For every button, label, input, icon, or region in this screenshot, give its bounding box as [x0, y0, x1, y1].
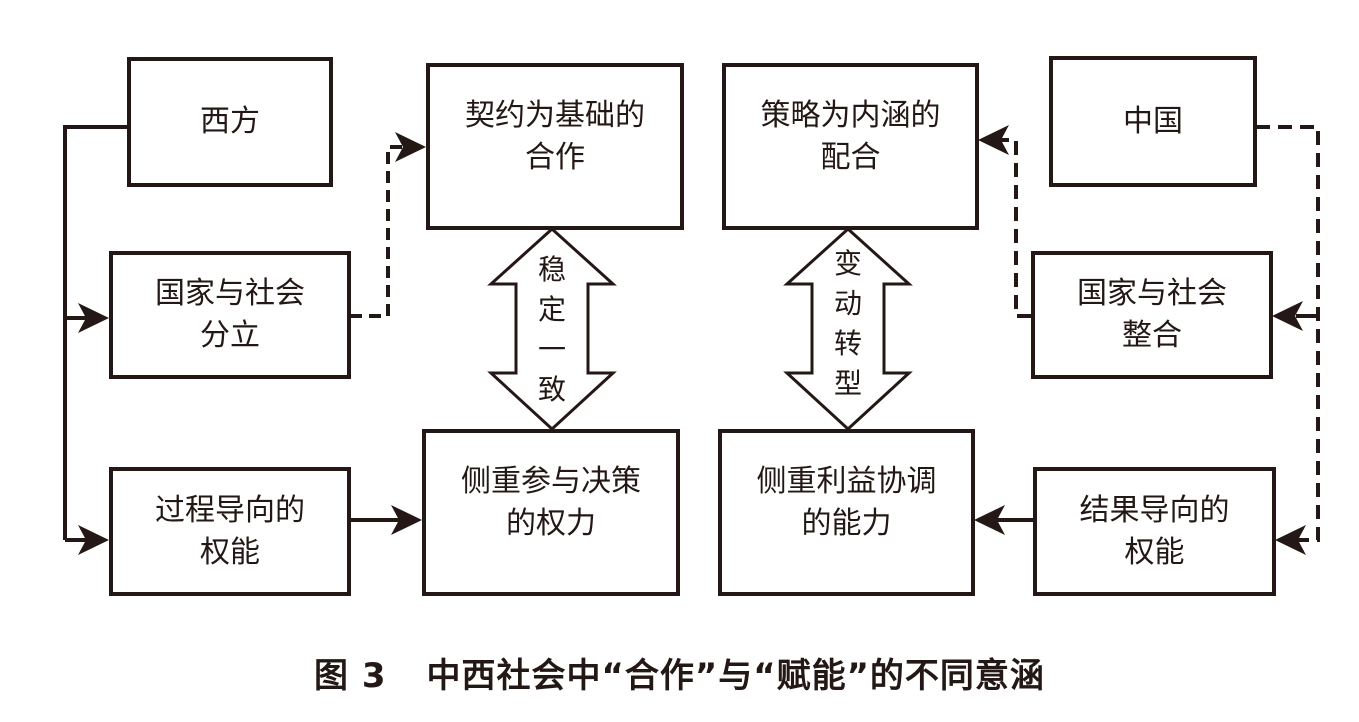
node-interest-coordination-ability-label: 侧重利益协调 的能力: [756, 463, 937, 541]
link-label-stable: 稳 定 一 致: [537, 253, 566, 406]
node-participation-power: 侧重参与决策 的权力: [422, 429, 680, 596]
node-state-society-integration: 国家与社会 整合: [1031, 251, 1273, 379]
node-strategy-coordination: 策略为内涵的 配合: [722, 63, 979, 230]
node-process-oriented-empowerment: 过程导向的 权能: [109, 467, 351, 596]
edge-west-spine: [63, 125, 127, 540]
link-label-transformation: 变 动 转 型: [833, 247, 862, 400]
figure-caption-text: 中西社会中“合作”与“赋能”的不同意涵: [426, 656, 1045, 696]
arrowhead-icon: [978, 125, 1009, 155]
node-process-oriented-empowerment-label: 过程导向的 权能: [155, 492, 305, 570]
edge-integration-to-strategy: [1000, 138, 1031, 318]
node-west: 西方: [127, 57, 333, 187]
node-state-society-separation: 国家与社会 分立: [109, 251, 351, 379]
arrowhead-icon: [78, 303, 109, 333]
node-contract-cooperation-label: 契约为基础的 合作: [465, 97, 645, 175]
node-china-label: 中国: [1123, 103, 1183, 139]
node-interest-coordination-ability: 侧重利益协调 的能力: [718, 429, 975, 596]
node-strategy-coordination-label: 策略为内涵的 配合: [760, 97, 941, 175]
node-west-label: 西方: [200, 104, 260, 139]
arrowhead-icon: [78, 525, 109, 555]
node-result-oriented-empowerment: 结果导向的 权能: [1033, 467, 1276, 596]
arrowhead-icon: [1275, 525, 1306, 555]
figure-number: 图 3: [314, 656, 387, 696]
edge-separation-to-contract: [350, 145, 405, 318]
edge-china-spine: [1256, 125, 1320, 542]
figure-caption: 图 3 中西社会中“合作”与“赋能”的不同意涵: [0, 648, 1359, 697]
node-china: 中国: [1049, 56, 1257, 187]
node-participation-power-label: 侧重参与决策 的权力: [461, 463, 641, 541]
arrowhead-icon: [1272, 301, 1303, 331]
node-result-oriented-empowerment-label: 结果导向的 权能: [1079, 492, 1230, 570]
arrowhead-icon: [395, 132, 426, 162]
node-contract-cooperation: 契约为基础的 合作: [426, 63, 684, 230]
node-state-society-integration-label: 国家与社会 整合: [1077, 276, 1227, 353]
arrowhead-icon: [391, 505, 422, 535]
arrowhead-icon: [974, 505, 1005, 535]
node-state-society-separation-label: 国家与社会 分立: [155, 276, 305, 353]
